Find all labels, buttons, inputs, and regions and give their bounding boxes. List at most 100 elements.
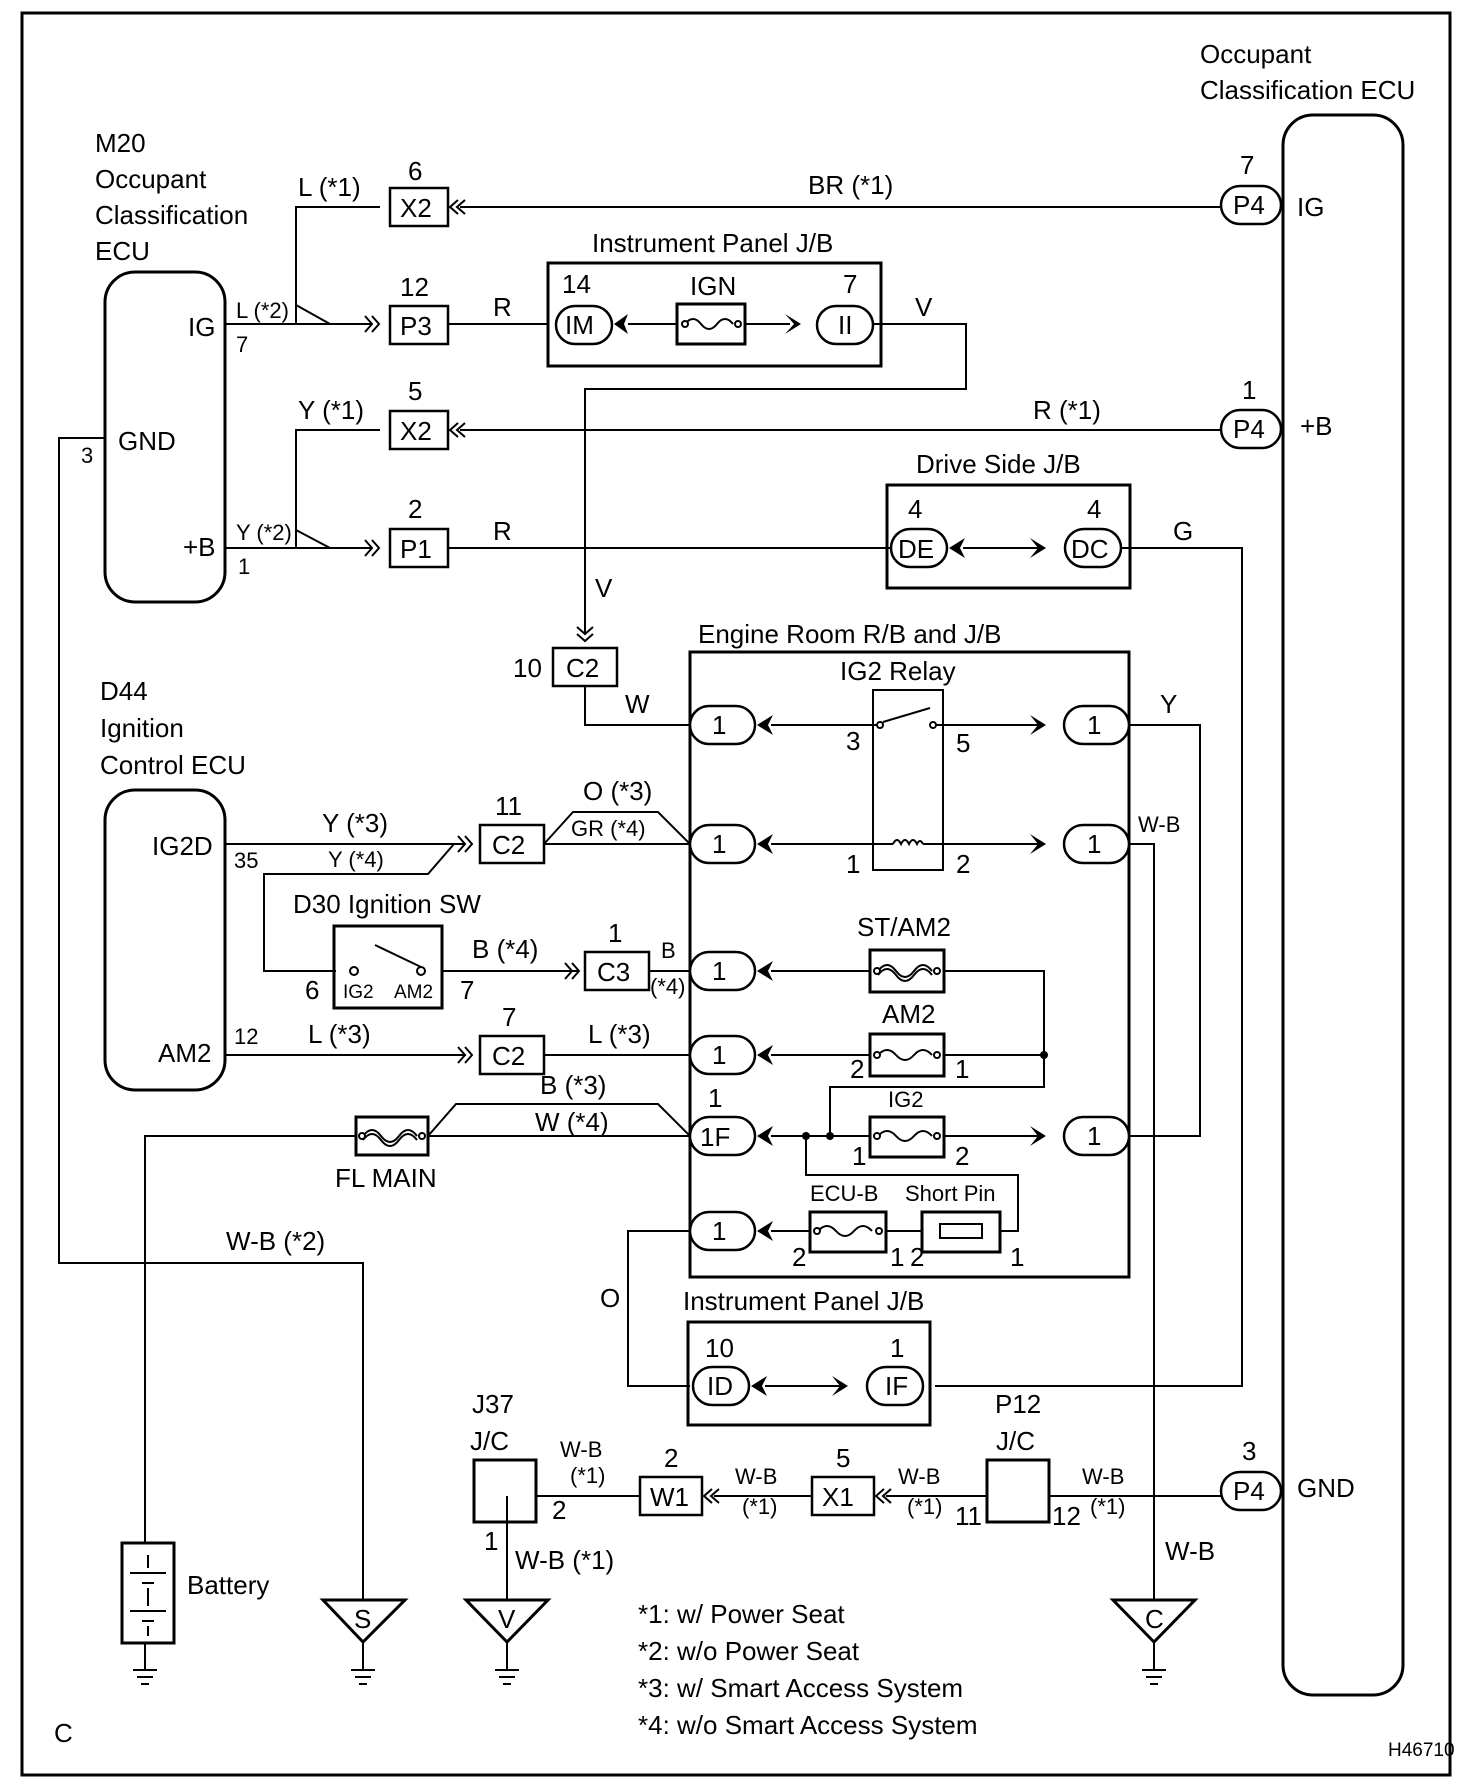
svg-text:C2: C2 [492,1041,525,1071]
ipjb-ii-connector: II 7 [785,269,875,346]
svg-text:IGN: IGN [690,271,736,301]
svg-text:IG2: IG2 [343,982,374,1003]
label-wb-c: W-B [1165,1536,1215,1566]
label-wb-j37: W-B [560,1437,602,1462]
label-star4: (*4) [650,974,685,999]
label-y2: Y (*2) [236,520,292,545]
w1-connector: W1 2 [638,1443,720,1517]
svg-text:1: 1 [846,849,860,879]
label-v-2: V [595,573,613,603]
c2-connector-11: C2 11 [457,791,546,865]
p12-box [985,1458,1051,1524]
m20-num-ig: 7 [236,332,248,357]
svg-text:1: 1 [890,1242,904,1272]
ig2-relay-box [872,689,944,871]
label-o: O [600,1283,620,1313]
svg-text:2: 2 [910,1242,924,1272]
label-wb-x1: W-B [898,1464,940,1489]
j37-code: J37 [472,1389,514,1419]
svg-text:P3: P3 [400,311,432,341]
d44-pin-am2: AM2 [158,1038,211,1068]
svg-text:AM2: AM2 [394,982,433,1003]
m20-code: M20 [95,128,146,158]
p3-connector: P3 12 [364,272,450,346]
label-o3: O (*3) [583,776,652,806]
wire-fl-main [144,1135,690,1543]
v-arrow [576,626,594,643]
label-wb-x1-star: (*1) [907,1494,942,1519]
m20-pin-ig: IG [188,312,215,342]
wire-g [935,547,1243,1387]
svg-text:2: 2 [850,1054,864,1084]
drivejb-dc-connector: DC 4 [1030,494,1123,569]
label-b3: B (*3) [540,1070,606,1100]
j37-box [472,1458,538,1524]
wire-am2-ig2 [829,1055,1045,1136]
svg-text:W1: W1 [650,1482,689,1512]
figure-id: H46710 [1388,1740,1455,1761]
svg-text:IM: IM [565,310,594,340]
svg-text:IF: IF [885,1371,908,1401]
d44-num-ig2d: 35 [234,848,258,873]
m20-num-gnd: 3 [81,443,93,468]
svg-text:10: 10 [705,1333,734,1363]
wire-gnd-m20 [58,437,364,1600]
p4-gnd-connector: P4 3 [1219,1436,1283,1512]
svg-text:5: 5 [408,376,422,406]
wire-b3 [427,1103,691,1137]
svg-text:X2: X2 [400,193,432,223]
svg-text:P4: P4 [1233,1476,1265,1506]
wire-ig2-shortpin [805,1136,1019,1232]
erjb-row3: 1 ST/AM2 [688,912,1045,1056]
svg-text:6: 6 [408,156,422,186]
note-3: *3: w/ Smart Access System [638,1673,963,1703]
label-wb1-j37: W-B (*1) [515,1545,614,1575]
note-2: *2: w/o Power Seat [638,1636,860,1666]
svg-text:2: 2 [956,849,970,879]
label-b4: B (*4) [472,934,538,964]
wire-y-relay [1129,724,1201,1137]
wire-j37 [506,1495,640,1600]
wire-w [584,686,690,726]
ground-s-icon: S [319,1598,409,1685]
erjb-row5: 1F 1 1 IG2 1 2 [688,1083,1131,1171]
wire-b-splice [295,529,331,549]
svg-text:X2: X2 [400,416,432,446]
label-l1: L (*1) [298,172,361,202]
note-4: *4: w/o Smart Access System [638,1710,978,1740]
d44-num-am2: 12 [234,1024,258,1049]
svg-text:S: S [354,1604,371,1634]
wire-wb-relay [1129,843,1155,1600]
svg-text:4: 4 [908,494,922,524]
svg-text:X1: X1 [822,1482,854,1512]
ground-v-icon: V [462,1598,552,1685]
svg-text:1: 1 [712,1040,726,1070]
svg-text:4: 4 [1087,494,1101,524]
svg-text:1: 1 [608,918,622,948]
svg-text:V: V [498,1604,516,1634]
svg-text:ECU-B: ECU-B [810,1181,878,1206]
d44-ecu-box [103,788,227,1092]
ipjb-id-connector: ID 10 IF 1 [691,1333,925,1407]
erjb-row6: 1 ECU-B Short Pin 2 1 2 1 [688,1181,1024,1272]
svg-text:2: 2 [664,1443,678,1473]
ig2-relay-title: IG2 Relay [840,656,956,686]
ign-fuse: IGN [675,271,747,346]
svg-text:1: 1 [1242,375,1256,405]
occupant-ecu-box [1281,113,1405,1697]
c2-connector-7: C2 7 [457,1002,546,1076]
label-w4: W (*4) [535,1107,609,1137]
erjb-row1: 1 1 3 5 [688,704,1131,758]
j37-type: J/C [470,1426,509,1456]
label-wb-w1-star: (*1) [742,1494,777,1519]
occupant-ecu-pin-b: +B [1300,411,1333,441]
p4-b-connector: P4 1 [1219,375,1283,450]
svg-text:1: 1 [1087,710,1101,740]
svg-text:1: 1 [852,1141,866,1171]
wire-ig-splice [295,304,331,325]
svg-text:ID: ID [707,1371,733,1401]
p12-pin-11: 11 [955,1501,982,1531]
svg-text:2: 2 [955,1141,969,1171]
label-l3-1: L (*3) [308,1019,371,1049]
svg-text:1: 1 [708,1083,722,1113]
